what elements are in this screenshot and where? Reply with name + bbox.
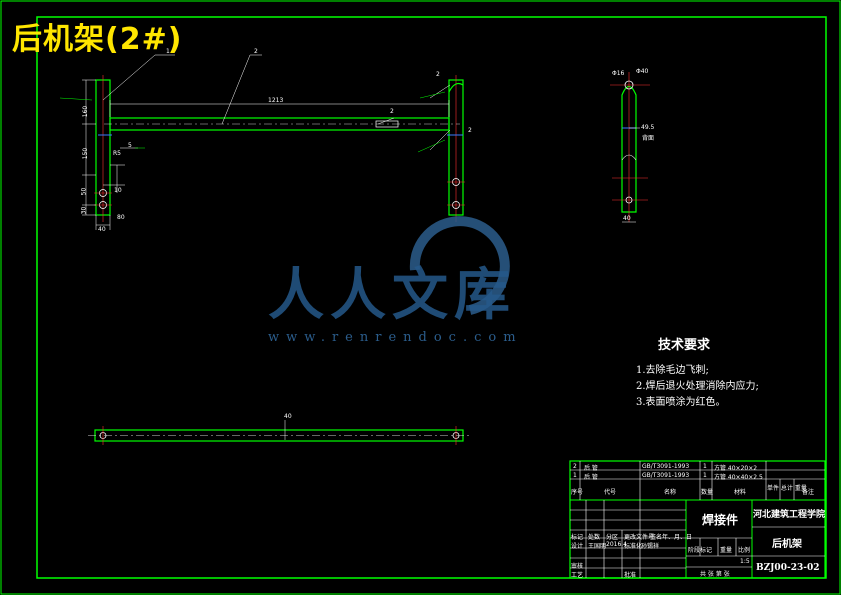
designer: 王国明 (588, 543, 607, 550)
bom-row-2-no: 2 (573, 463, 577, 470)
dim-height-c: 50 (80, 187, 88, 196)
bom-head-material: 材料 (734, 489, 747, 496)
title-block (569, 460, 826, 579)
bom-row-1-material: 方管 40×40×2.5 (714, 474, 763, 481)
title-name: 后机架 (772, 539, 802, 550)
label-change-no: 更改文件号 (624, 534, 655, 541)
bom-head-code: 代号 (604, 489, 617, 496)
title-sheet: 共 张 第 张 (700, 571, 730, 578)
bom-row-1-std: GB/T3091-1993 (642, 472, 690, 479)
title-code: BZJ00-23-02 (756, 563, 820, 573)
label-process: 工艺 (571, 572, 584, 579)
label-stage: 阶段标记 (688, 547, 713, 554)
bom-row-1-no: 1 (573, 472, 577, 479)
design-date: 2016.4 (606, 541, 627, 548)
side-hole-top (624, 80, 634, 90)
watermark-text: 人人文库 (268, 262, 516, 328)
leader-2-right: 2 (436, 71, 440, 78)
bom-row-1-qty: 1 (703, 472, 707, 479)
watermark-url: www.renrendoc.com (268, 330, 523, 345)
leader-5: 5 (128, 142, 132, 149)
bom-head-qty: 数量 (701, 489, 714, 496)
dim-width-b: 80 (117, 214, 125, 221)
leader-1: 1 (166, 48, 170, 55)
bom-row-1-name: 后 管 (584, 474, 598, 481)
bom-head-note: 备注 (802, 489, 815, 496)
label-approve: 批准 (624, 572, 637, 579)
dim-height-d: 30 (80, 206, 88, 215)
bom-head-no: 序号 (571, 489, 584, 496)
label-zone: 分区 (606, 534, 619, 541)
leader-2-slot: 2 (390, 108, 394, 115)
technical-requirements: 技术要求 1.去除毛边飞刺; 2.焊后退火处理消除内应力; 3.表面喷涂为红色。 (636, 334, 759, 411)
label-weight: 重量 (720, 547, 733, 554)
bom-row-2-std: GB/T3091-1993 (642, 463, 690, 470)
weld-slot (375, 120, 399, 128)
dim-radius: R5 (113, 150, 121, 157)
title-part: 焊接件 (702, 513, 739, 527)
bom-row-2-qty: 1 (703, 463, 707, 470)
tech-item-1: 1.去除毛边飞刺; (636, 365, 709, 376)
bottom-bar (94, 429, 464, 442)
dim-bottom-40: 40 (284, 413, 292, 420)
bom-head-weight: 单件 总计 重量 (767, 485, 807, 492)
side-hole-bottom (625, 196, 633, 204)
front-dimensions (59, 54, 451, 230)
drawing-frame (36, 16, 827, 579)
right-post-curve (448, 82, 464, 93)
label-sign: 签名 (650, 534, 663, 541)
label-date: 年、月、日 (662, 534, 693, 541)
dim-height-b: 150 (82, 147, 90, 160)
dim-side-49: 49.5 (641, 124, 655, 131)
side-view (610, 72, 650, 223)
label-count: 处数 (588, 534, 601, 541)
leader-2: 2 (254, 48, 258, 55)
bom-head-name: 名称 (664, 489, 677, 496)
tech-item-3: 3.表面喷涂为红色。 (636, 397, 726, 408)
dim-side-d16: Φ16 (612, 70, 625, 77)
dim-side-40: 40 (623, 215, 631, 222)
bom-row-2-name: 后 管 (584, 465, 598, 472)
label-design: 设计 (571, 543, 584, 550)
title-school: 河北建筑工程学院 (753, 510, 826, 520)
label-standard: 标准化 (624, 543, 643, 550)
bottom-view (88, 420, 470, 445)
dim-side-d40: Φ40 (636, 68, 649, 75)
reviewer: 孙锡祥 (641, 543, 660, 550)
dim-span: 1213 (268, 97, 284, 104)
front-view (94, 75, 465, 222)
label-mark: 标记 (571, 534, 584, 541)
title-scale: 1:5 (740, 558, 750, 565)
dim-width-c: 40 (98, 226, 106, 233)
tech-heading: 技术要求 (658, 338, 711, 353)
label-scale: 比例 (738, 547, 751, 554)
bom-row-2-material: 方管 40×20×2 (714, 465, 758, 472)
dim-width-a: 10 (114, 187, 122, 194)
leader-2-lower: 2 (468, 127, 472, 134)
tech-item-2: 2.焊后退火处理消除内应力; (636, 381, 759, 392)
dim-height-a: 160 (82, 105, 90, 118)
watermark-logo (409, 216, 510, 315)
label-review: 审核 (571, 563, 584, 570)
drawing-title: 后机架(2#) (12, 22, 183, 57)
dim-side-note: 背面 (642, 135, 655, 142)
